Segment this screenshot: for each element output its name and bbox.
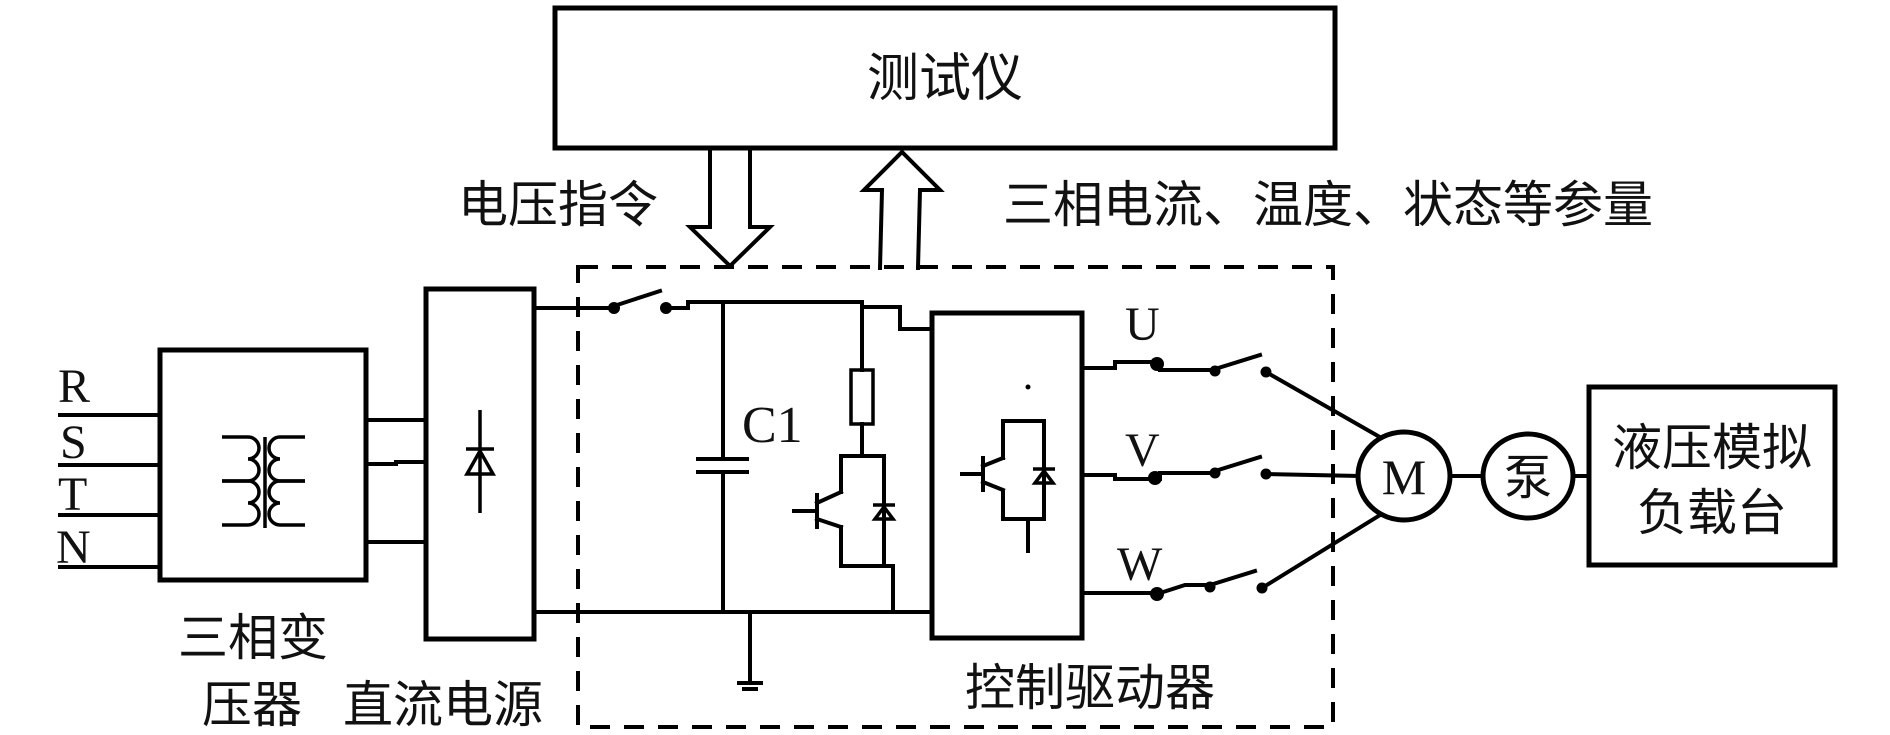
phase-label-u: U xyxy=(1125,298,1160,351)
output-phase-v xyxy=(1080,454,1361,485)
rectifier-diode-icon xyxy=(464,410,496,513)
feedback-signal-label: 三相电流、温度、状态等参量 xyxy=(1003,176,1653,234)
transformer-block xyxy=(157,347,369,583)
hydraulic-load-block: 液压模拟 负载台 xyxy=(1586,384,1838,568)
brake-resistor-icon xyxy=(849,368,875,426)
phase-label-s: S xyxy=(60,416,87,469)
command-arrow xyxy=(685,148,775,269)
phase-label-v: V xyxy=(1125,424,1160,477)
output-phase-w xyxy=(1080,509,1388,601)
transformer-output-lines xyxy=(364,418,426,544)
feedback-arrow xyxy=(859,149,945,271)
transformer-label-line2: 压器 xyxy=(202,676,302,734)
controller-label: 控制驱动器 xyxy=(965,659,1215,717)
phase-label-w: W xyxy=(1117,538,1163,591)
brake-chopper xyxy=(792,300,897,614)
pump: 泵 xyxy=(1480,431,1576,521)
phase-label-t: T xyxy=(58,468,87,521)
motor-label: M xyxy=(1382,449,1426,505)
load-label-line1: 液压模拟 xyxy=(1612,419,1812,477)
tester-label: 测试仪 xyxy=(867,49,1023,109)
dc-supply-label: 直流电源 xyxy=(343,676,543,734)
tester-block: 测试仪 xyxy=(552,5,1338,151)
controller-boundary xyxy=(576,265,1335,729)
output-phase-u xyxy=(1080,352,1388,443)
dc-bus xyxy=(532,288,930,691)
phase-label-n: N xyxy=(56,521,91,574)
motor: M xyxy=(1355,429,1453,523)
load-label-line2: 负载台 xyxy=(1637,484,1787,542)
pump-label: 泵 xyxy=(1504,450,1552,506)
dc-supply-block xyxy=(423,286,537,642)
command-signal-label: 电压指令 xyxy=(458,176,658,234)
chopper-transistor-icon xyxy=(792,489,844,530)
transformer-label-line1: 三相变 xyxy=(178,609,328,667)
inverter-igbt-icon xyxy=(960,384,1057,553)
capacitor-label: C1 xyxy=(742,397,803,454)
chopper-diode-icon xyxy=(871,503,897,521)
supply-phase-lines xyxy=(58,413,160,569)
transformer-icon xyxy=(222,435,305,528)
controller-block xyxy=(929,310,1085,641)
phase-label-r: R xyxy=(58,360,90,413)
